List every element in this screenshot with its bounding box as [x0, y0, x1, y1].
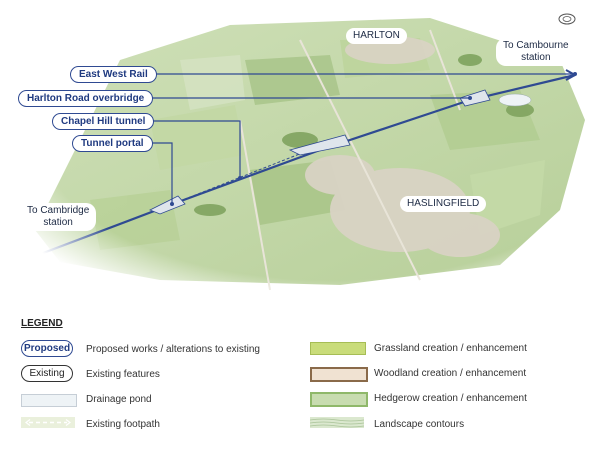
legend-key-contours — [310, 417, 364, 428]
legend-label-grassland: Grassland creation / enhancement — [374, 343, 527, 354]
compass-rose-icon — [558, 13, 576, 25]
place-label-harlton: HARLTON — [346, 28, 407, 44]
legend-label-contours: Landscape contours — [374, 419, 465, 430]
legend-key-drainage-pond — [21, 394, 77, 407]
place-label-to-cambridge: To Cambridge station — [20, 203, 97, 231]
legend-label-hedgerow: Hedgerow creation / enhancement — [374, 393, 527, 404]
callout-tunnel-portal: Tunnel portal — [72, 135, 153, 152]
legend-key-proposed: Proposed — [21, 340, 73, 357]
callout-chapel-hill-tunnel: Chapel Hill tunnel — [52, 113, 155, 130]
legend-key-woodland — [310, 367, 368, 382]
place-label-haslingfield: HASLINGFIELD — [400, 196, 487, 212]
place-label-to-cambourne-line1: To Cambourne — [503, 40, 569, 51]
legend-label-footpath: Existing footpath — [86, 419, 160, 430]
legend-key-existing: Existing — [21, 365, 73, 382]
place-label-to-cambridge-line2: station — [43, 217, 73, 228]
aerial-map — [0, 0, 600, 300]
place-label-to-cambourne: To Cambourne station — [496, 38, 576, 66]
callout-east-west-rail: East West Rail — [70, 66, 157, 83]
legend-label-proposed: Proposed works / alterations to existing — [86, 344, 260, 355]
place-label-to-cambourne-line2: station — [521, 52, 551, 63]
place-label-to-cambridge-line1: To Cambridge — [27, 205, 90, 216]
legend-key-footpath — [21, 417, 75, 428]
legend-key-grassland — [310, 342, 366, 355]
legend-title: LEGEND — [21, 318, 63, 329]
legend-key-hedgerow — [310, 392, 368, 407]
callout-harlton-road-overbridge: Harlton Road overbridge — [18, 90, 154, 107]
legend-label-drainage-pond: Drainage pond — [86, 394, 152, 405]
legend-label-existing: Existing features — [86, 369, 160, 380]
legend-label-woodland: Woodland creation / enhancement — [374, 368, 527, 379]
